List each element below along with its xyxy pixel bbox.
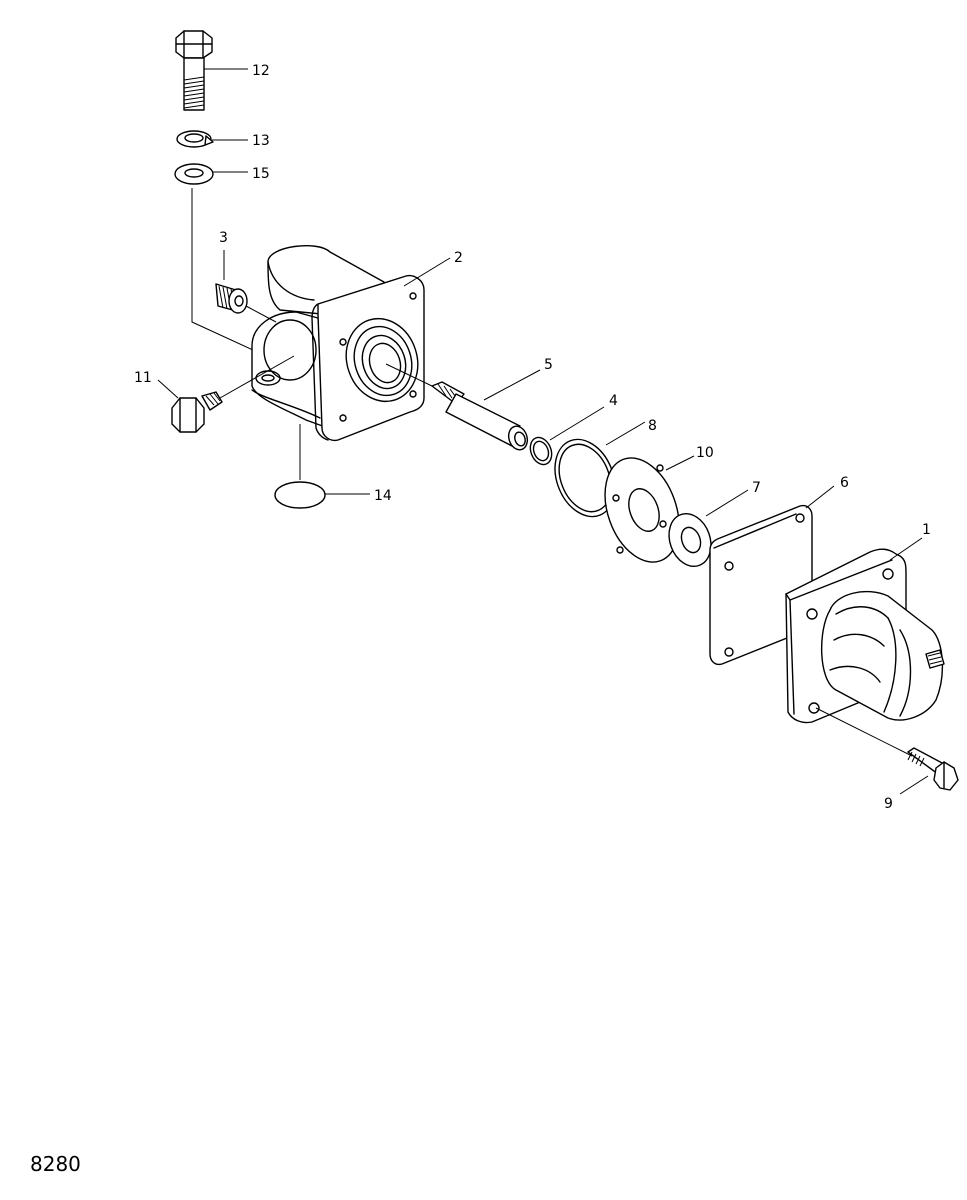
part-2-adapter-housing: [251, 245, 451, 442]
callout-10: 10: [696, 445, 714, 461]
callout-8: 8: [648, 418, 657, 434]
callout-7: 7: [752, 480, 761, 496]
callout-1: 1: [922, 522, 931, 538]
callout-13: 13: [252, 133, 270, 149]
part-4-small-o-ring: [529, 406, 605, 466]
part-9-hex-bolt: [899, 747, 959, 795]
callout-9: 9: [884, 796, 893, 812]
part-14-o-ring: [274, 424, 370, 509]
figure-number: 8280: [30, 1152, 81, 1176]
callout-11: 11: [134, 370, 152, 386]
part-7-washer: [668, 489, 749, 567]
callout-12: 12: [252, 63, 270, 79]
part-12-hex-bolt: [175, 30, 248, 111]
part-10-flange-plate: [604, 455, 695, 563]
part-5-drive-shaft: [431, 369, 541, 451]
callout-5: 5: [544, 357, 553, 373]
part-15-flat-washer: [174, 163, 248, 185]
callout-labels: 12 13 15 3 2 5 11 4 8 10 7 14 6 1 9: [134, 63, 931, 812]
callout-15: 15: [252, 166, 270, 182]
callout-2: 2: [454, 250, 463, 266]
part-8-large-o-ring: [554, 421, 646, 518]
callout-6: 6: [840, 475, 849, 491]
part-11-hex-bolt: [157, 355, 295, 433]
part-1-hydraulic-motor: [785, 537, 945, 757]
callout-4: 4: [609, 393, 618, 409]
part-3-plug: [215, 250, 277, 323]
callout-3: 3: [219, 230, 228, 246]
part-13-lock-washer: [176, 130, 248, 148]
callout-14: 14: [374, 488, 392, 504]
